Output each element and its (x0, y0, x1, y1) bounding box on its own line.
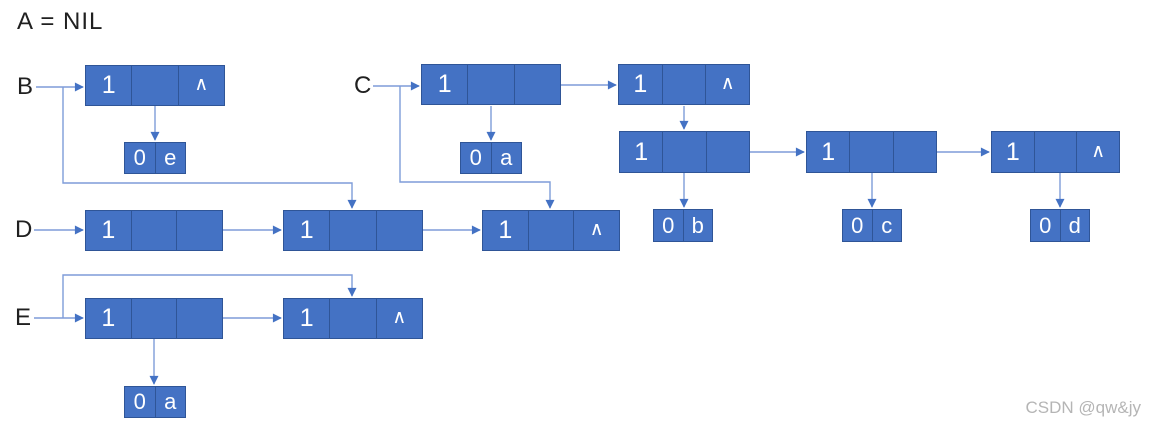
list-node-D2-cell-1 (329, 211, 375, 250)
list-node-C2: 1∧ (618, 64, 750, 105)
atom-node-atom-b-cell-0: 0 (662, 212, 675, 238)
atom-node-atom-b-cell-1: b (682, 210, 713, 241)
atom-node-atom-a2-cell-1: a (154, 387, 186, 417)
list-node-D3-cell-0: 1 (498, 216, 513, 244)
equation-label: A = NIL (17, 8, 104, 35)
list-node-S2: 1 (806, 131, 937, 173)
list-node-E2-cell-0: 1 (299, 304, 314, 332)
list-node-C2-cell-0: 1 (633, 70, 648, 98)
list-node-S3-cell-0: 1 (1005, 137, 1020, 166)
list-node-C2-cell-1 (661, 65, 706, 104)
list-node-S1-cell-0: 1 (634, 137, 649, 166)
label-B: B (17, 73, 34, 100)
label-D: D (15, 216, 33, 243)
list-node-D3-cell-1 (527, 211, 574, 250)
list-node-D3-cell-2: ∧ (573, 211, 619, 250)
atom-node-atom-a2-cell-0: 0 (133, 389, 146, 414)
list-node-S1-cell-1 (662, 132, 705, 172)
list-node-E1-cell-0: 1 (101, 304, 116, 332)
list-node-D3: 1∧ (482, 210, 620, 251)
atom-node-atom-d-cell-0: 0 (1039, 212, 1052, 238)
list-node-S3: 1∧ (991, 131, 1120, 173)
atom-node-atom-d-cell-1: d (1059, 210, 1090, 241)
list-node-S2-cell-2 (892, 132, 936, 172)
list-node-D2: 1 (283, 210, 423, 251)
link-E-to-E2 (62, 274, 357, 318)
list-node-D1-cell-2 (176, 211, 222, 250)
atom-node-atom-a1-cell-1: a (490, 143, 522, 173)
atom-node-atom-c-cell-1: c (871, 210, 902, 241)
list-node-D1-cell-1 (130, 211, 177, 250)
list-node-D2-cell-2 (375, 211, 422, 250)
label-E: E (15, 304, 32, 331)
list-node-S2-cell-1 (849, 132, 892, 172)
list-node-S3-cell-1 (1033, 132, 1077, 172)
list-node-S1-cell-2 (705, 132, 749, 172)
watermark: CSDN @qw&jy (1025, 398, 1142, 417)
list-node-B1-cell-2: ∧ (177, 66, 224, 105)
list-node-E2-cell-1 (329, 299, 375, 338)
list-node-S1: 1 (619, 131, 750, 173)
list-node-C1: 1 (421, 64, 561, 105)
list-node-C1-cell-1 (467, 65, 513, 104)
atom-node-atom-e-cell-1: e (154, 143, 186, 173)
list-node-C1-cell-2 (513, 65, 560, 104)
list-node-B1-cell-1 (131, 66, 177, 105)
list-node-B1: 1∧ (85, 65, 225, 106)
atom-node-atom-e-cell-0: 0 (133, 145, 146, 170)
list-node-B1-cell-0: 1 (101, 71, 116, 99)
list-node-D1: 1 (85, 210, 223, 251)
link-C-to-D3 (399, 86, 555, 209)
list-node-E1-cell-2 (176, 299, 222, 338)
list-node-E1-cell-1 (130, 299, 177, 338)
list-node-E2-cell-2: ∧ (375, 299, 422, 338)
list-node-C2-cell-2: ∧ (705, 65, 749, 104)
list-node-D2-cell-0: 1 (299, 216, 314, 244)
list-node-D1-cell-0: 1 (101, 216, 116, 244)
list-node-C1-cell-0: 1 (437, 70, 452, 98)
link-B-to-D2 (62, 87, 357, 209)
label-C: C (354, 72, 372, 99)
list-node-E1: 1 (85, 298, 223, 339)
list-node-E2: 1∧ (283, 298, 423, 339)
atom-node-atom-c-cell-0: 0 (851, 212, 864, 238)
list-node-S2-cell-0: 1 (821, 137, 836, 166)
list-node-S3-cell-2: ∧ (1076, 132, 1119, 172)
atom-node-atom-a1-cell-0: 0 (469, 145, 482, 170)
